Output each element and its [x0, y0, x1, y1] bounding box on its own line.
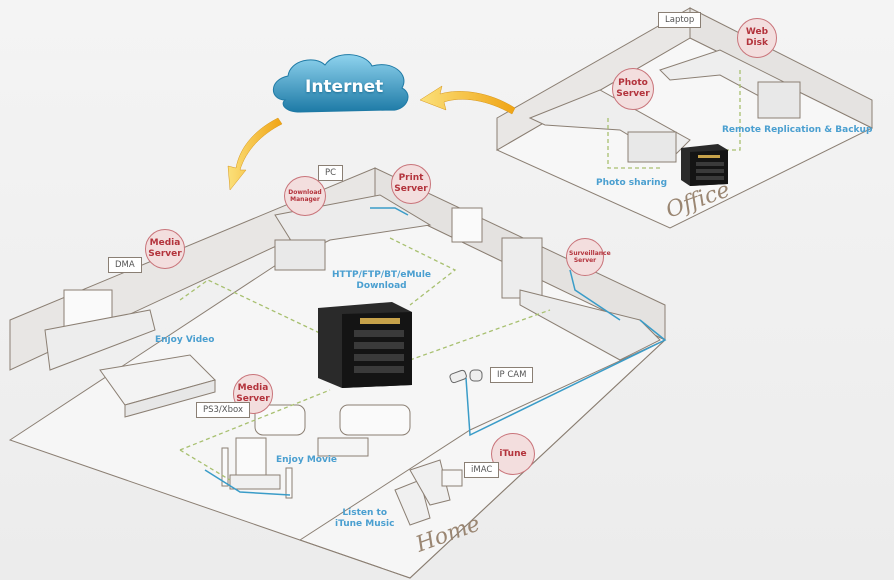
enjoy-video-flow: Enjoy Video — [155, 335, 215, 345]
download-manager-service: Download Manager — [284, 176, 326, 216]
internet-cloud-icon — [272, 54, 409, 113]
internet-label: Internet — [305, 77, 384, 97]
download-flow-line2: Download — [356, 281, 407, 291]
ip-camera-icon — [449, 369, 483, 384]
media-server-dma-service: Media Server — [145, 229, 185, 269]
imac-device-label: iMAC — [464, 462, 500, 478]
surveillance-server-label: Surveillance Server — [569, 250, 611, 264]
download-flow-line1: HTTP/FTP/BT/eMule — [332, 270, 432, 280]
nas-server-office-icon — [681, 144, 728, 186]
itune-label: iTune — [499, 448, 527, 459]
photo-server-service: Photo Server — [612, 68, 654, 110]
laptop-device-label: Laptop — [658, 12, 702, 28]
dma-device-label: DMA — [108, 257, 142, 273]
ps3-xbox-device-label: PS3/Xbox — [196, 402, 250, 418]
listen-itune-line1: Listen to — [342, 508, 388, 518]
home-floor — [8, 167, 666, 579]
print-server-service: Print Server — [391, 164, 431, 204]
pc-device-label: PC — [318, 165, 344, 181]
photo-sharing-flow: Photo sharing — [596, 178, 668, 188]
media-server-dma-label: Media Server — [148, 238, 182, 259]
enjoy-movie-flow: Enjoy Movie — [276, 455, 338, 465]
web-disk-label: Web Disk — [745, 27, 769, 48]
ip-cam-device-label: IP CAM — [490, 367, 534, 383]
arrow-internet-to-home — [227, 117, 283, 191]
listen-itune-line2: iTune Music — [335, 519, 395, 529]
web-disk-service: Web Disk — [737, 18, 777, 58]
office-floor — [495, 7, 874, 229]
print-server-label: Print Server — [394, 173, 428, 194]
remote-replication-flow: Remote Replication & Backup — [722, 125, 873, 135]
media-server-console-label: Media Server — [236, 383, 270, 404]
wired-links — [204, 207, 667, 496]
download-manager-label: Download Manager — [288, 189, 322, 203]
nas-server-main-icon — [318, 302, 412, 388]
photo-server-label: Photo Server — [616, 78, 650, 99]
arrow-office-to-internet — [419, 85, 516, 115]
surveillance-server-service: Surveillance Server — [566, 238, 611, 276]
